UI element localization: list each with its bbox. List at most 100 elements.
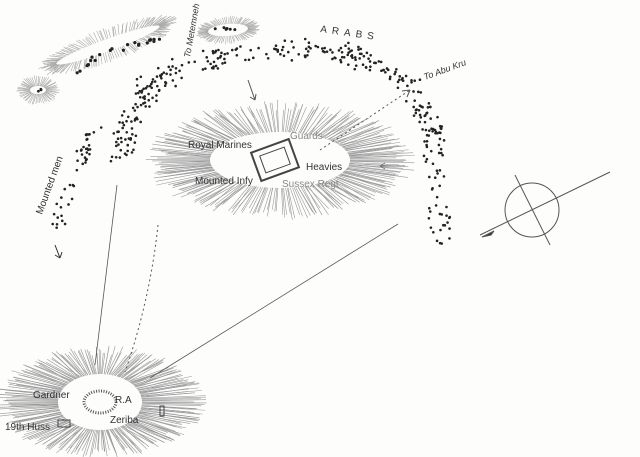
hachure-stroke <box>172 173 220 188</box>
hachure-stroke <box>193 117 233 140</box>
hachure-stroke <box>150 33 167 36</box>
hachure-stroke <box>28 421 71 441</box>
hachure-stroke <box>332 178 372 198</box>
troop-dot <box>83 156 87 159</box>
hachure-stroke <box>247 24 256 28</box>
hachure-stroke <box>82 429 93 457</box>
hachure-stroke <box>42 93 50 103</box>
hachure-stroke <box>210 182 239 206</box>
hachure-stroke <box>202 34 211 39</box>
hachure-stroke <box>9 406 59 411</box>
troop-dot <box>385 67 389 70</box>
troop-dot <box>442 175 446 178</box>
hachure-stroke <box>344 170 393 184</box>
hachure-stroke <box>135 40 146 46</box>
hachure-stroke <box>45 425 77 447</box>
troop-dot <box>357 45 360 49</box>
hachure-stroke <box>68 351 89 376</box>
hachure-stroke <box>204 22 214 28</box>
hachure-stroke <box>43 61 58 66</box>
hachure-stroke <box>54 64 62 72</box>
troop-dot <box>126 149 129 153</box>
hachure-stroke <box>141 403 201 405</box>
troop-dot <box>126 115 130 119</box>
troop-dot <box>417 108 421 112</box>
hachure-stroke <box>141 395 206 399</box>
troop-dot <box>112 132 116 135</box>
troop-dot <box>309 47 312 50</box>
hachure-stroke <box>119 426 145 444</box>
hachure-stroke <box>122 24 124 34</box>
hachure-stroke <box>244 21 254 26</box>
hachure-stroke <box>60 49 71 55</box>
troop-dot <box>133 109 137 112</box>
troop-dot <box>440 213 444 216</box>
troop-dot <box>274 44 278 48</box>
hachure-stroke <box>160 165 212 170</box>
troop-dot <box>339 60 343 64</box>
hachure-stroke <box>94 429 99 450</box>
troop-dot <box>125 119 128 123</box>
zeriba-enclosure <box>82 389 118 415</box>
hachure-stroke <box>240 33 248 40</box>
hachure-stroke <box>19 91 31 97</box>
troop-dot <box>117 130 120 134</box>
hachure-stroke <box>132 370 173 385</box>
troop-dot <box>201 49 205 53</box>
troop-dot <box>384 70 387 74</box>
troop-dot <box>88 132 91 136</box>
troop-dot <box>150 86 153 90</box>
hachure-stroke <box>138 381 188 392</box>
troop-dot <box>212 67 215 70</box>
hachure-stroke <box>283 103 287 133</box>
hachure-stroke <box>112 26 114 37</box>
troop-dot <box>60 219 64 223</box>
troop-dot <box>365 51 369 55</box>
troop-dot <box>144 105 147 108</box>
hachure-stroke <box>342 172 396 187</box>
troop-dot <box>325 50 329 53</box>
troop-dot <box>373 61 376 65</box>
hachure-stroke <box>110 354 127 376</box>
hachure-stroke <box>231 35 235 43</box>
troop-dot <box>60 214 63 218</box>
hachure-stroke <box>105 29 109 39</box>
troop-dot <box>423 120 427 124</box>
troop-dot <box>340 55 344 59</box>
troop-dot <box>441 153 444 157</box>
troop-dot <box>405 99 408 103</box>
hachure-stroke <box>93 32 99 43</box>
hachure-stroke <box>242 18 251 26</box>
hachure-stroke <box>339 174 391 188</box>
hachure-stroke <box>117 427 142 454</box>
hachure-stroke <box>139 382 194 393</box>
hachure-stroke <box>113 351 133 376</box>
hachure-stroke <box>212 183 244 212</box>
hachure-stroke <box>14 410 61 418</box>
hachure-stroke <box>128 421 173 442</box>
troop-dot <box>131 106 135 110</box>
troop-dot <box>304 55 307 59</box>
hachure-stroke <box>118 358 140 378</box>
hachure-stroke <box>65 62 74 74</box>
hachure-stroke <box>242 32 249 38</box>
hachure-stroke <box>113 27 115 37</box>
troop-dot <box>239 45 242 48</box>
hachure-stroke <box>141 399 207 402</box>
hachure-stroke <box>38 93 41 103</box>
hachure-stroke <box>300 110 314 134</box>
troop-dot <box>276 48 280 52</box>
troop-dot <box>398 78 401 82</box>
hachure-stroke <box>88 33 97 44</box>
troop-dot <box>281 45 285 49</box>
troop-dot <box>266 56 270 60</box>
troop-dot <box>412 114 416 117</box>
hachure-stroke <box>214 17 221 26</box>
hachure-stroke <box>122 354 152 379</box>
hachure-stroke <box>9 382 62 392</box>
troop-dot <box>225 27 229 31</box>
troop-dot <box>117 143 120 146</box>
troop-dot <box>429 117 432 120</box>
hachure-stroke <box>205 22 215 27</box>
